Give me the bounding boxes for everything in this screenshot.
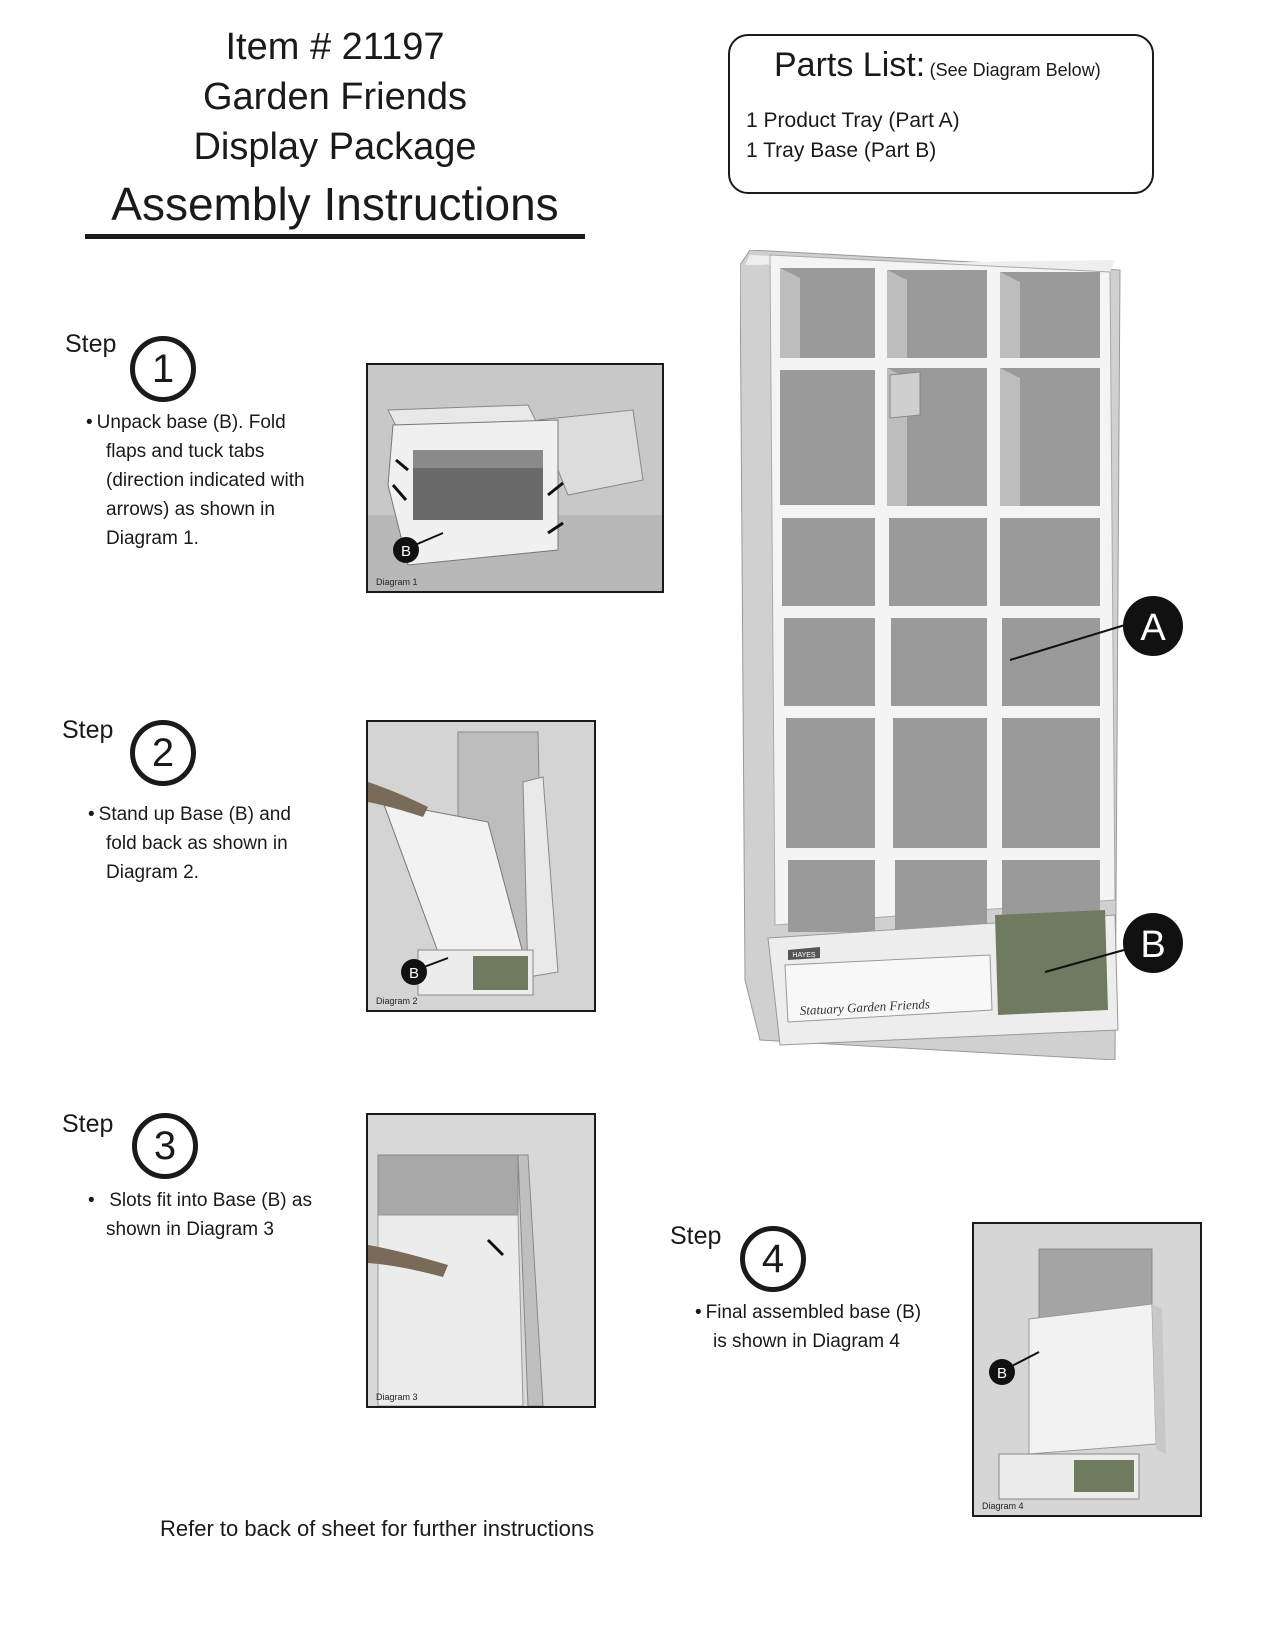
step-text-line: is shown in Diagram 4 xyxy=(713,1331,900,1352)
diagram-2-callout: B xyxy=(409,965,419,982)
diagram-4-photo: B xyxy=(974,1224,1200,1515)
title-block: Item # 21197 Garden Friends Display Pack… xyxy=(80,22,590,234)
step-3-instructions: • Slots fit into Base (B) as shown in Di… xyxy=(88,1186,312,1244)
diagram-3-photo xyxy=(368,1115,594,1406)
step-text-line: Slots fit into Base (B) as xyxy=(109,1190,312,1211)
step-text-line: Final assembled base (B) xyxy=(705,1302,922,1323)
step-2-label: Step xyxy=(62,716,114,744)
display-callout-b: B xyxy=(1140,924,1165,966)
diagram-3-caption: Diagram 3 xyxy=(376,1392,418,1402)
parts-list-title: Parts List: xyxy=(774,46,926,84)
parts-list-heading: Parts List: (See Diagram Below) xyxy=(774,46,1101,85)
diagram-1-callout: B xyxy=(401,543,411,560)
step-text-line: fold back as shown in xyxy=(106,833,288,854)
title-underline xyxy=(85,234,585,239)
display-callout-a: A xyxy=(1140,607,1166,649)
display-photo: HAYES Statuary Garden Friends A B xyxy=(739,249,1183,1061)
diagram-4-caption: Diagram 4 xyxy=(982,1501,1024,1511)
step-3-number: 3 xyxy=(132,1113,198,1179)
diagram-1: B Diagram 1 xyxy=(366,363,664,593)
footer-note: Refer to back of sheet for further instr… xyxy=(160,1516,595,1541)
parts-list: 1 Product Tray (Part A) 1 Tray Base (Par… xyxy=(746,106,960,166)
step-3-label: Step xyxy=(62,1110,114,1138)
step-4-label: Step xyxy=(670,1222,722,1250)
parts-list-item: 1 Product Tray (Part A) xyxy=(746,109,960,132)
diagram-2: B Diagram 2 xyxy=(366,720,596,1012)
display-brand: HAYES xyxy=(792,952,816,959)
diagram-2-photo: B xyxy=(368,722,594,1010)
step-text-line: Diagram 1. xyxy=(106,528,199,549)
diagram-3: Diagram 3 xyxy=(366,1113,596,1408)
parts-list-item: 1 Tray Base (Part B) xyxy=(746,139,937,162)
step-2-instructions: •Stand up Base (B) and fold back as show… xyxy=(88,800,291,887)
page-title: Assembly Instructions xyxy=(111,178,559,230)
step-text-line: flaps and tuck tabs xyxy=(106,441,265,462)
step-text-line: Unpack base (B). Fold xyxy=(96,412,286,433)
item-number: Item # 21197 xyxy=(225,26,445,68)
package-name: Display Package xyxy=(193,126,477,168)
display-illustration: HAYES Statuary Garden Friends A B xyxy=(739,249,1230,1061)
step-text-line: Stand up Base (B) and xyxy=(98,804,291,825)
diagram-2-caption: Diagram 2 xyxy=(376,996,418,1006)
step-text-line: (direction indicated with xyxy=(106,470,305,491)
step-text-line: arrows) as shown in xyxy=(106,499,275,520)
diagram-4: B Diagram 4 xyxy=(972,1222,1202,1517)
step-1-number: 1 xyxy=(130,336,196,402)
step-text-line: shown in Diagram 3 xyxy=(106,1219,274,1240)
diagram-1-caption: Diagram 1 xyxy=(376,577,418,587)
step-4-number: 4 xyxy=(740,1226,806,1292)
diagram-1-photo: B xyxy=(368,365,662,591)
step-2-number: 2 xyxy=(130,720,196,786)
display-banner-text: Statuary Garden Friends xyxy=(799,996,930,1018)
step-text-line: Diagram 2. xyxy=(106,862,199,883)
parts-list-note: (See Diagram Below) xyxy=(929,60,1101,80)
step-1-label: Step xyxy=(65,330,117,358)
parts-list-box: Parts List: (See Diagram Below) 1 Produc… xyxy=(728,34,1154,194)
diagram-4-callout: B xyxy=(997,1365,1007,1382)
product-name: Garden Friends xyxy=(202,76,467,118)
step-1-instructions: •Unpack base (B). Fold flaps and tuck ta… xyxy=(86,408,305,553)
step-4-instructions: •Final assembled base (B) is shown in Di… xyxy=(695,1298,921,1356)
